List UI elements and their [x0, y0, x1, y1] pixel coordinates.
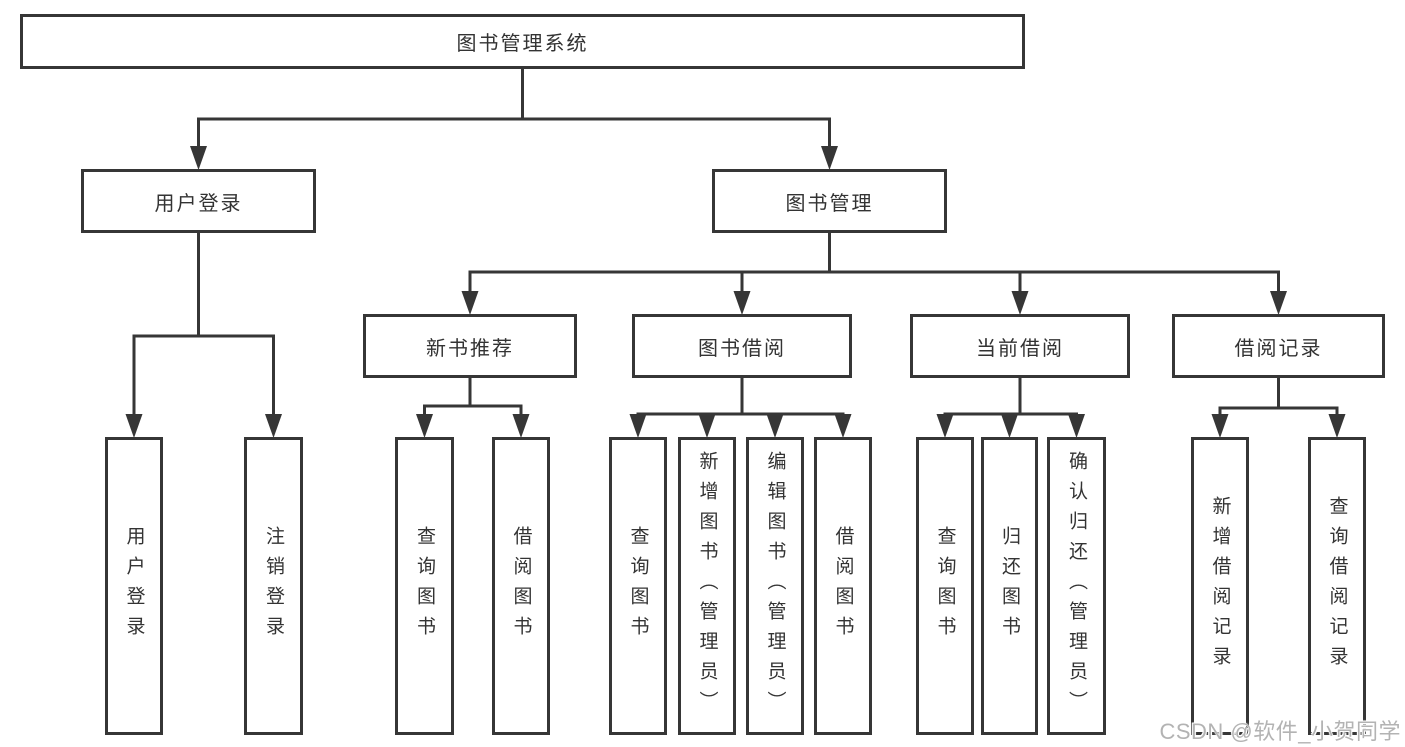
node-leaf-edit-book-admin: 编辑图书（管理员） [746, 437, 804, 735]
node-label: 查询借阅记录 [1326, 496, 1348, 676]
node-leaf-query-books-borrowing: 查询图书 [609, 437, 667, 735]
node-leaf-query-borrow-record: 查询借阅记录 [1308, 437, 1366, 735]
node-current-borrowing: 当前借阅 [910, 314, 1130, 378]
node-label: 用户登录 [123, 526, 145, 646]
node-label: 查询图书 [414, 526, 435, 646]
node-label: 借阅图书 [510, 526, 532, 646]
node-label: 确认归还（管理员） [1066, 451, 1087, 721]
node-label: 编辑图书（管理员） [764, 451, 786, 721]
node-label: 当前借阅 [976, 337, 1064, 360]
node-label: 新书推荐 [426, 337, 514, 360]
watermark: CSDN @软件_小贺同学 [1159, 719, 1401, 744]
node-leaf-logout: 注销登录 [244, 437, 303, 735]
node-leaf-borrow-books-recommend: 借阅图书 [492, 437, 550, 735]
node-label: 新增图书（管理员） [696, 451, 718, 721]
node-leaf-user-login: 用户登录 [105, 437, 163, 735]
node-label: 借阅记录 [1234, 337, 1323, 360]
node-library-management-system: 图书管理系统 [20, 14, 1025, 69]
node-label: 归还图书 [999, 526, 1020, 646]
node-label: 借阅图书 [832, 526, 854, 646]
node-label: 查询图书 [934, 526, 956, 646]
node-label: 查询图书 [627, 526, 649, 646]
node-label: 新增借阅记录 [1209, 496, 1231, 676]
node-leaf-query-books-recommend: 查询图书 [395, 437, 454, 735]
node-label: 图书借阅 [698, 337, 786, 360]
node-book-borrowing: 图书借阅 [632, 314, 852, 378]
node-leaf-borrow-books: 借阅图书 [814, 437, 872, 735]
node-leaf-query-books-current: 查询图书 [916, 437, 974, 735]
node-leaf-add-book-admin: 新增图书（管理员） [678, 437, 736, 735]
node-label: 注销登录 [263, 526, 284, 646]
node-label: 用户登录 [154, 192, 243, 215]
node-new-book-recommend: 新书推荐 [363, 314, 577, 378]
node-leaf-confirm-return-admin: 确认归还（管理员） [1047, 437, 1106, 735]
node-user-login: 用户登录 [81, 169, 316, 233]
node-leaf-add-borrow-record: 新增借阅记录 [1191, 437, 1249, 735]
node-label: 图书管理 [785, 192, 874, 215]
node-book-management: 图书管理 [712, 169, 947, 233]
node-label: 图书管理系统 [456, 33, 589, 55]
node-leaf-return-book: 归还图书 [981, 437, 1038, 735]
node-borrowing-records: 借阅记录 [1172, 314, 1385, 378]
